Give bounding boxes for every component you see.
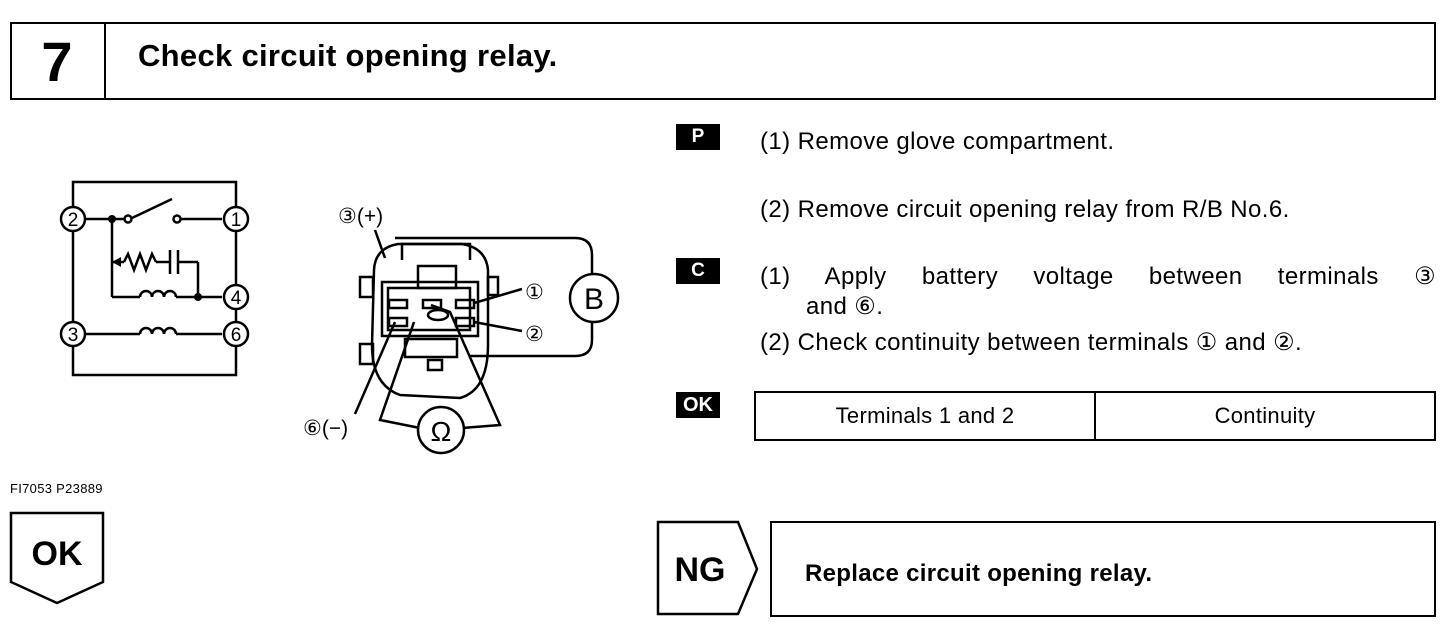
prep-step-1: (1) Remove glove compartment. [760, 128, 1115, 155]
ok-spec-badge: OK [676, 392, 720, 418]
terminal-4-label: 4 [231, 288, 242, 309]
check-step-1-continued: and ⑥. [806, 293, 884, 320]
terminal-3-plus-label: ③(+) [338, 205, 383, 228]
relay-schematic-diagram: 2 1 4 3 6 [59, 180, 250, 377]
figure-code: FI7053 P23889 [10, 481, 103, 496]
terminal-6-minus-label: ⑥(−) [303, 417, 348, 440]
terminal-2-label: 2 [68, 210, 79, 231]
terminal-1-label: 1 [231, 210, 242, 231]
ng-result-label: NG [675, 551, 726, 589]
check-step-1: (1) Apply battery voltage between termin… [760, 263, 1436, 290]
check-badge: C [676, 258, 720, 284]
spec-result-cell: Continuity [1214, 403, 1316, 428]
ok-result-tag: OK [9, 511, 105, 605]
terminal-2-connector-label: ② [525, 323, 544, 346]
preparation-badge: P [676, 124, 720, 150]
ng-action-text: Replace circuit opening relay. [805, 560, 1153, 587]
ng-action-box [770, 521, 1436, 617]
ok-spec-table: Terminals 1 and 2 Continuity [754, 391, 1436, 441]
terminal-6-label: 6 [231, 325, 242, 346]
battery-label: B [584, 283, 604, 316]
connector-test-diagram: B Ω ③(+) ① ② ⑥(−) [303, 205, 620, 455]
step-title: Check circuit opening relay. [138, 38, 558, 73]
check-step-2: (2) Check continuity between terminals ①… [760, 329, 1303, 356]
step-number: 7 [10, 22, 106, 100]
step-header-box [10, 22, 1436, 100]
terminal-3-label: 3 [68, 325, 79, 346]
spec-terminals-cell: Terminals 1 and 2 [756, 393, 1096, 439]
ok-result-label: OK [32, 535, 83, 573]
ng-result-tag: NG [656, 520, 759, 616]
prep-step-2: (2) Remove circuit opening relay from R/… [760, 196, 1290, 223]
terminal-1-connector-label: ① [525, 281, 544, 304]
ohmmeter-label: Ω [431, 416, 452, 447]
